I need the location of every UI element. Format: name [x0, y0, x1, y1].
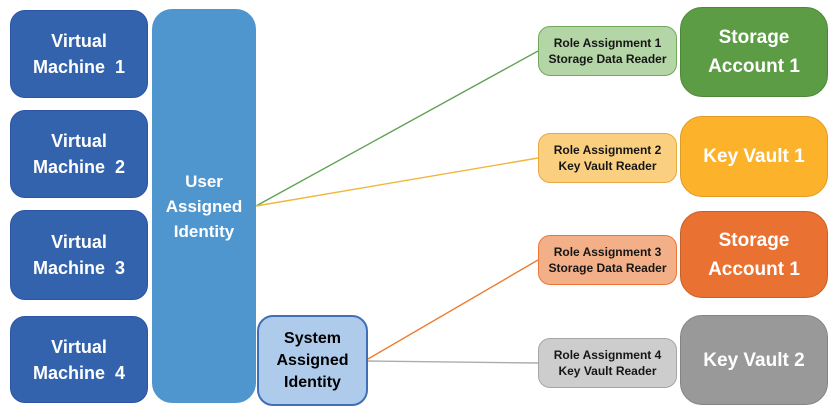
virtual-machine-1-label-line1: Virtual — [51, 31, 107, 51]
connector-user-identity-to-role1 — [255, 50, 539, 207]
role-assignment-3-role: Storage Data Reader — [548, 261, 667, 275]
virtual-machine-3-label-line2: Machine 3 — [32, 258, 126, 278]
system-assigned-identity-label-line3: Identity — [284, 373, 341, 391]
storage-account-1-orange-label-line1: Storage — [718, 229, 790, 251]
connector-system-identity-to-role3 — [367, 259, 539, 360]
storage-account-1-green-box: Storage Account 1 — [680, 7, 828, 97]
system-assigned-identity-label-line2: Assigned — [276, 351, 349, 369]
role-assignment-4-role: Key Vault Reader — [558, 364, 657, 378]
role-assignment-4-title: Role Assignment 4 — [553, 348, 662, 362]
virtual-machine-2-label-line2: Machine 2 — [32, 157, 126, 177]
virtual-machine-3-label-line1: Virtual — [51, 232, 107, 252]
role-assignment-1-role: Storage Data Reader — [548, 52, 667, 66]
user-assigned-identity-label-line2: Assigned — [165, 196, 243, 216]
connector-system-identity-to-role4 — [367, 360, 539, 364]
storage-account-1-orange-label-line2: Account 1 — [708, 258, 800, 280]
role-assignment-1-title: Role Assignment 1 — [553, 36, 662, 50]
user-assigned-identity-label-line1: User — [185, 171, 223, 191]
role-assignment-2-role: Key Vault Reader — [558, 159, 657, 173]
virtual-machine-1-label-line2: Machine 1 — [32, 57, 126, 77]
connector-user-identity-to-role2 — [255, 157, 539, 207]
system-assigned-identity-box: System Assigned Identity — [257, 315, 368, 406]
key-vault-1-box: Key Vault 1 — [680, 116, 828, 197]
role-assignment-1-box: Role Assignment 1 Storage Data Reader — [538, 26, 677, 76]
virtual-machine-4-label-line2: Machine 4 — [32, 362, 126, 383]
key-vault-2-label: Key Vault 2 — [703, 349, 805, 371]
role-assignment-3-box: Role Assignment 3 Storage Data Reader — [538, 235, 677, 285]
virtual-machine-3-box: Virtual Machine 3 — [10, 210, 148, 300]
role-assignment-2-box: Role Assignment 2 Key Vault Reader — [538, 133, 677, 183]
system-assigned-identity-label-line1: System — [284, 329, 341, 347]
storage-account-1-orange-box: Storage Account 1 — [680, 211, 828, 298]
storage-account-1-green-label-line1: Storage — [718, 27, 790, 48]
user-assigned-identity-label-line3: Identity — [173, 221, 235, 241]
user-assigned-identity-box: User Assigned Identity — [152, 9, 256, 403]
virtual-machine-4-box: Virtual Machine 4 — [10, 316, 148, 403]
key-vault-2-box: Key Vault 2 — [680, 315, 828, 405]
virtual-machine-4-label-line1: Virtual — [51, 336, 107, 357]
role-assignment-2-title: Role Assignment 2 — [553, 143, 662, 157]
key-vault-1-label: Key Vault 1 — [703, 146, 805, 167]
virtual-machine-2-label-line1: Virtual — [51, 131, 107, 151]
virtual-machine-1-box: Virtual Machine 1 — [10, 10, 148, 98]
role-assignment-4-box: Role Assignment 4 Key Vault Reader — [538, 338, 677, 388]
virtual-machine-2-box: Virtual Machine 2 — [10, 110, 148, 198]
storage-account-1-green-label-line2: Account 1 — [708, 56, 800, 77]
role-assignment-3-title: Role Assignment 3 — [553, 245, 662, 259]
